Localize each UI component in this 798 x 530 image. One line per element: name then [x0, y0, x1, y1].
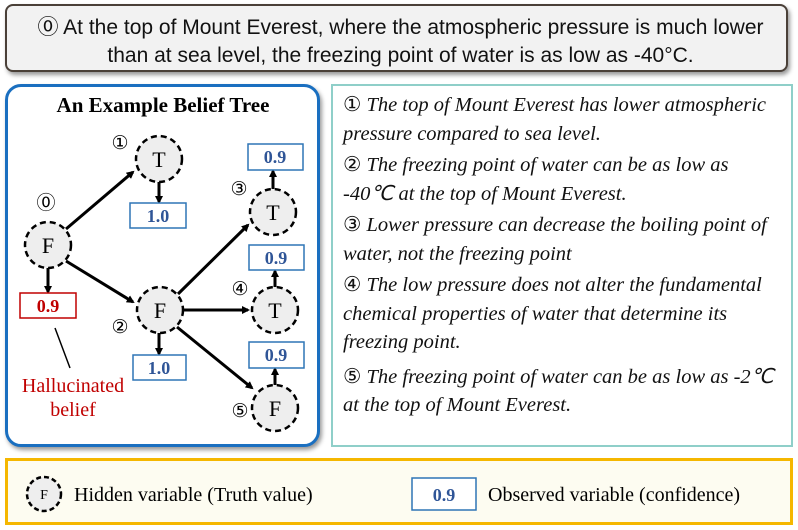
hallucination-label-line2: belief: [50, 399, 96, 421]
observed-variable-label: Observed variable (confidence): [488, 484, 740, 506]
tree-edges: [44, 169, 279, 390]
svg-text:F: F: [154, 298, 166, 323]
edge-0-2: [65, 259, 135, 304]
svg-text:T: T: [152, 147, 166, 172]
hidden-variable-label: Hidden variable (Truth value): [74, 484, 313, 506]
svg-text:0.9: 0.9: [433, 485, 456, 505]
node-0: F: [23, 220, 73, 270]
svg-text:F: F: [42, 233, 54, 258]
statement-5: ⑤ The freezing point of water can be as …: [343, 365, 774, 417]
observed-box-4: 0.9: [248, 244, 305, 271]
svg-text:F: F: [269, 396, 281, 421]
svg-text:0.9: 0.9: [264, 147, 287, 167]
legend: F Hidden variable (Truth value) 0.9 Obse…: [5, 458, 793, 525]
node-3: T: [248, 187, 298, 237]
hidden-variable-symbol: F: [25, 475, 63, 513]
observed-box-3: 0.9: [247, 143, 304, 171]
claim-text: At the top of Mount Everest, where the a…: [63, 16, 764, 67]
tree-title: An Example Belief Tree: [57, 93, 270, 117]
statements-panel: ① The top of Mount Everest has lower atm…: [331, 84, 793, 447]
svg-text:1.0: 1.0: [147, 206, 170, 226]
svg-text:F: F: [40, 488, 48, 503]
marker-3: ③: [230, 179, 247, 200]
root-claim-box: ⓪ At the top of Mount Everest, where the…: [5, 4, 788, 72]
node-5: F: [250, 383, 300, 433]
node-1: T: [134, 134, 184, 184]
edge-2-5: [176, 325, 254, 390]
svg-text:0.9: 0.9: [37, 296, 60, 316]
edge-2-3: [176, 223, 250, 296]
node-2: F: [135, 285, 185, 335]
marker-0: ⓪: [36, 192, 55, 214]
statement-1: ① The top of Mount Everest has lower atm…: [343, 94, 767, 145]
marker-4: ④: [231, 279, 248, 300]
hallucination-label-line1: Hallucinated: [22, 375, 124, 397]
observed-box-2: 1.0: [132, 354, 187, 381]
observed-box-1: 1.0: [129, 202, 187, 229]
statement-2: ② The freezing point of water can be as …: [343, 154, 729, 205]
claim-marker: ⓪: [37, 16, 59, 39]
marker-2: ②: [111, 317, 128, 338]
observed-variable-symbol: 0.9: [411, 477, 477, 511]
node-4: T: [250, 285, 300, 335]
svg-text:T: T: [266, 200, 280, 225]
svg-text:T: T: [268, 298, 282, 323]
annotation-pointer: [54, 327, 71, 369]
statement-4: ④ The low pressure does not alter the fu…: [343, 274, 762, 353]
marker-1: ①: [111, 133, 128, 154]
svg-text:0.9: 0.9: [265, 345, 288, 365]
edge-0-1: [65, 170, 135, 231]
svg-text:1.0: 1.0: [148, 358, 171, 378]
observed-box-0: 0.9: [19, 292, 77, 319]
statement-3: ③ Lower pressure can decrease the boilin…: [343, 214, 767, 265]
node-markers: ⓪ ① ② ③ ④ ⑤: [36, 133, 248, 422]
observed-box-5: 0.9: [248, 341, 305, 369]
marker-5: ⑤: [231, 401, 248, 422]
svg-text:0.9: 0.9: [265, 248, 288, 268]
